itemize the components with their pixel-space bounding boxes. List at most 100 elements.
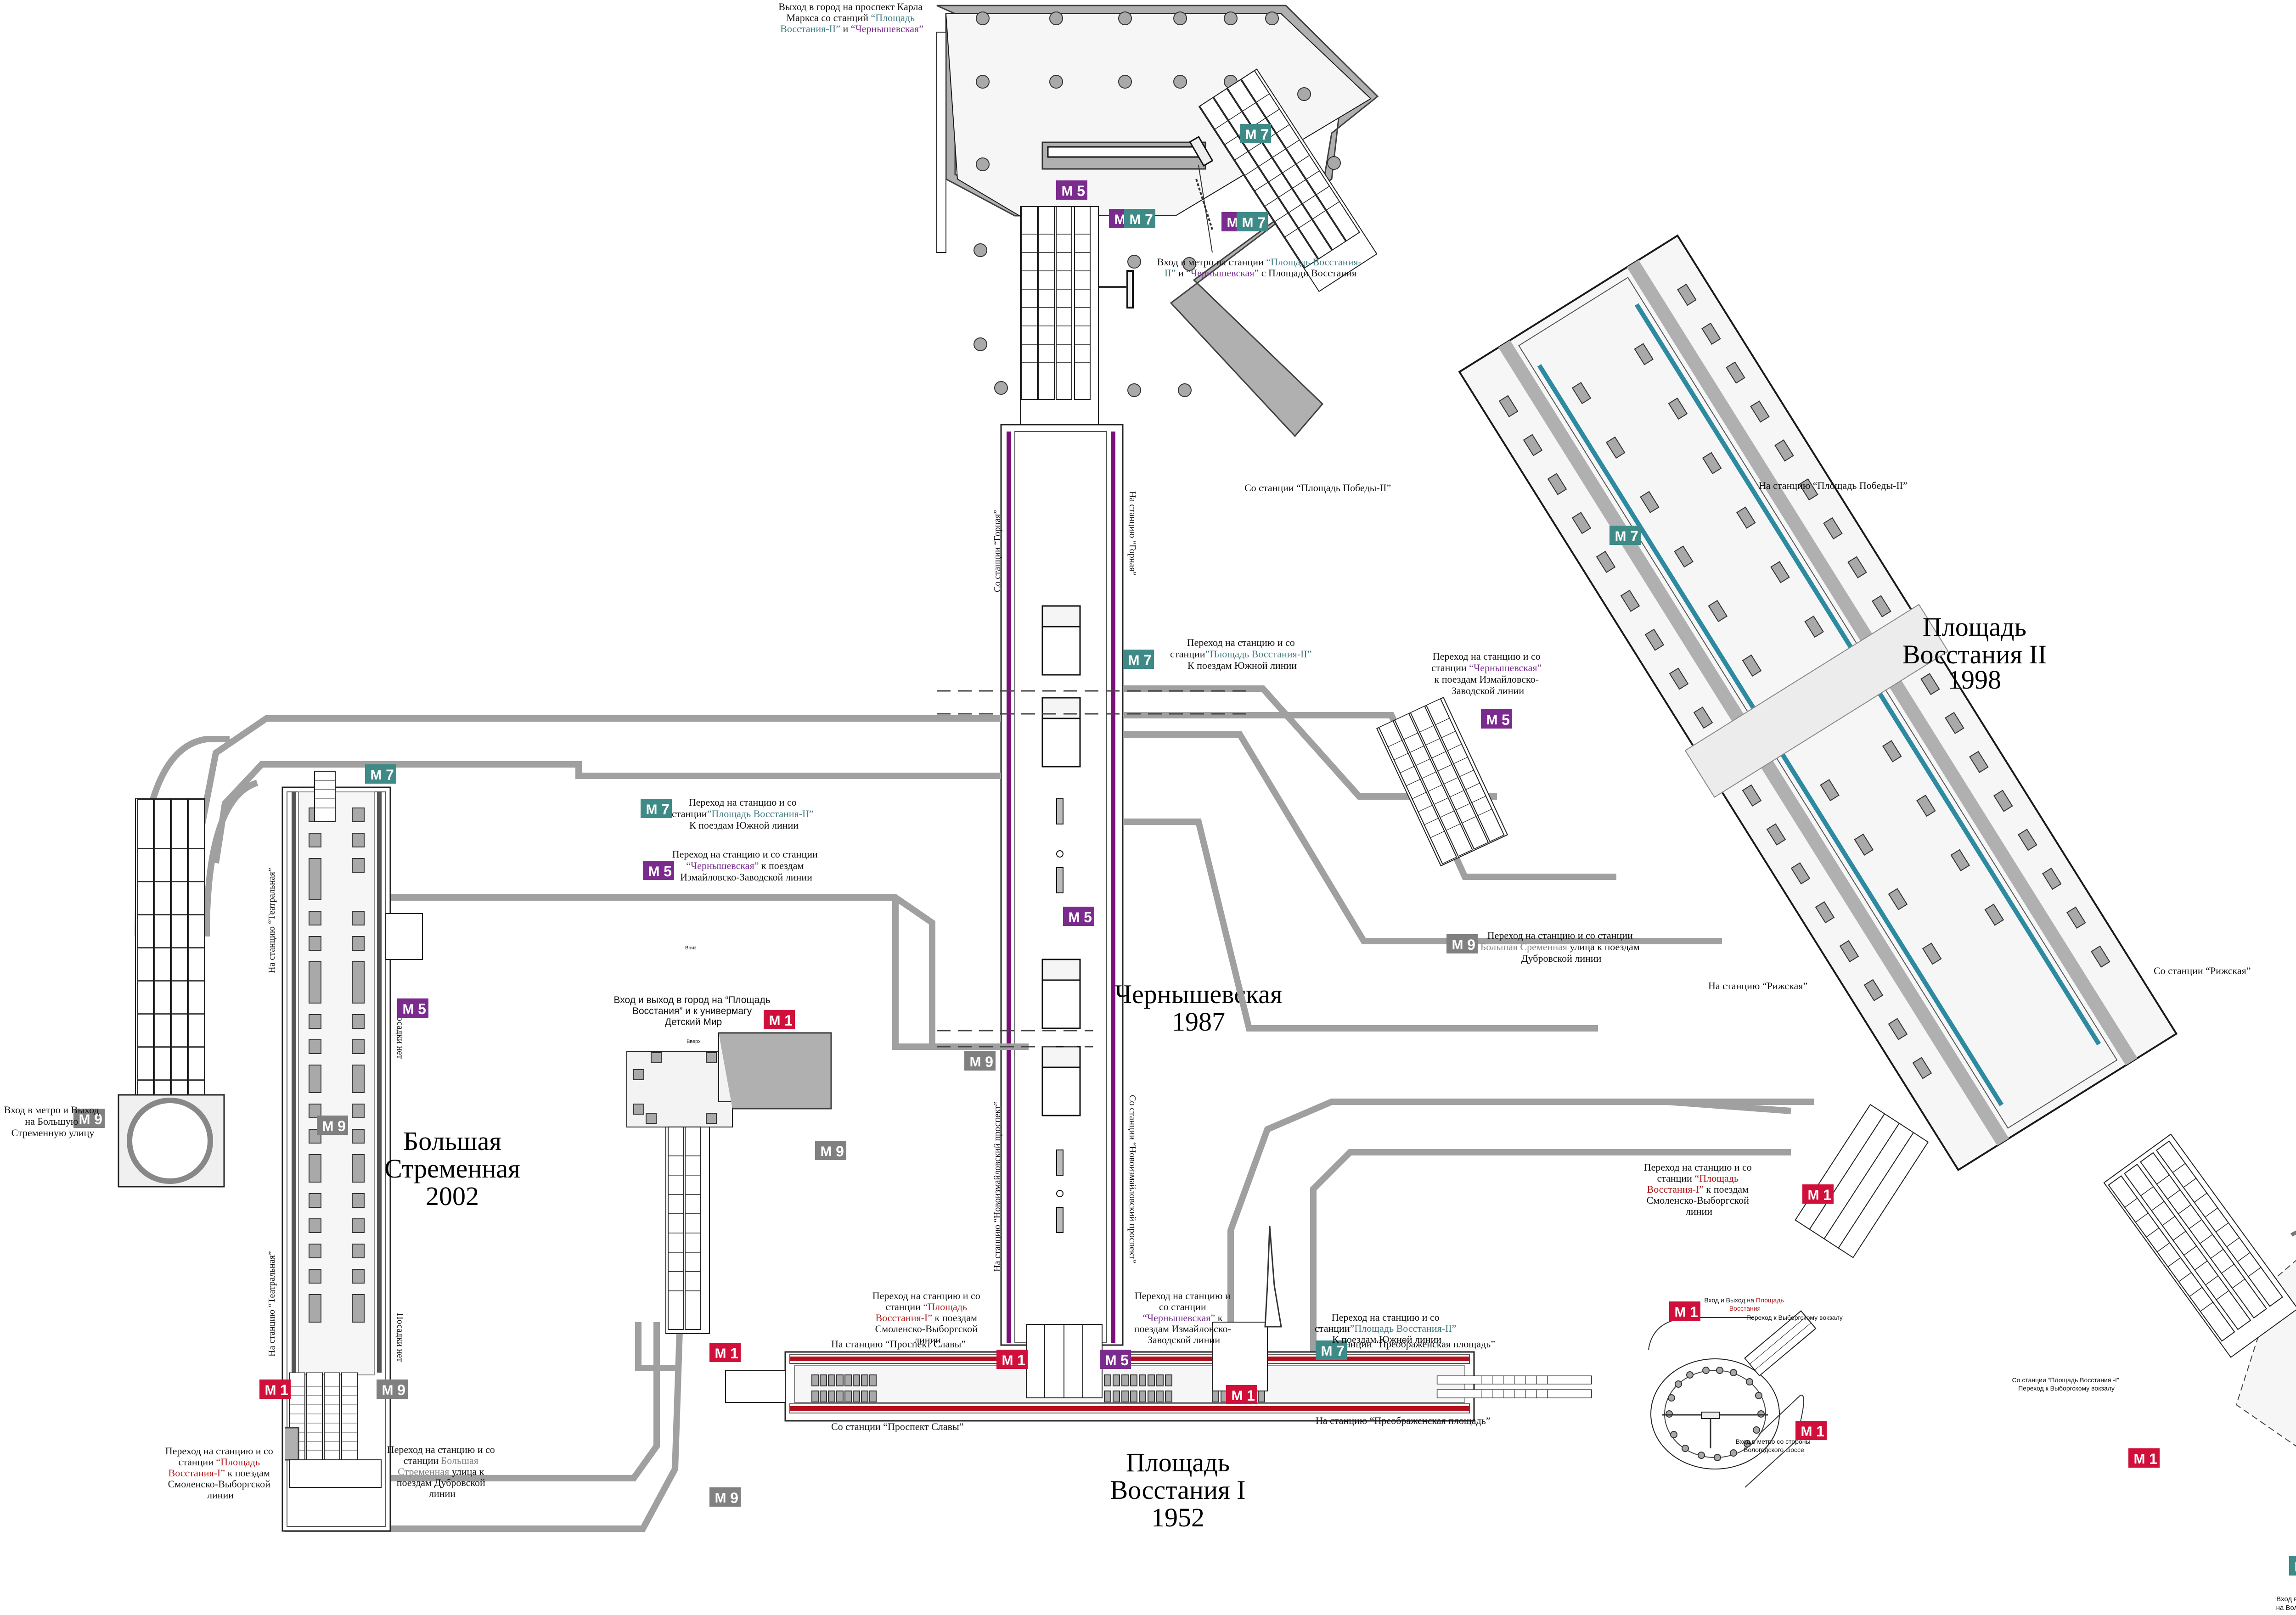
metro-logo-icon: M	[79, 1112, 90, 1127]
stairs	[1041, 605, 1081, 1116]
svg-text:Переход на станцию и со: Переход на станцию и со станции”Площадь …	[672, 796, 816, 831]
metro-logo-icon: M	[1242, 215, 1254, 230]
transfer-pv2-left-l1: Переход на станцию и со	[689, 796, 797, 808]
line-number: 7	[1257, 214, 1266, 231]
bs-left-vestibule	[118, 736, 259, 1188]
badge-background	[73, 1109, 105, 1128]
vyb-from-pv1-l2: Переход к Выборгскому вокзалу	[2018, 1385, 2115, 1392]
metro-logo-icon: M	[646, 802, 658, 817]
transfer-pv1-right-l3b: к поездам	[1704, 1183, 1749, 1195]
badge-background	[1226, 1385, 1257, 1404]
pv1-transfer-pv1-l3a: Восстания-I”	[876, 1312, 932, 1323]
vestibule-doors-left[interactable]	[936, 32, 946, 253]
bs-title-l1: Большая	[403, 1126, 501, 1156]
metro-logo-icon: M	[1130, 212, 1141, 227]
transfer-bs-right-l1: Переход на станцию и со станции	[1487, 930, 1633, 941]
pv1-to-slavy-label: На станцию “Проспект Славы”	[831, 1338, 966, 1350]
transfer-bs-bottom-l2a: станции	[404, 1455, 441, 1466]
bs-year: 2002	[426, 1181, 479, 1211]
bs-pylons	[309, 808, 365, 1323]
line-number: 9	[836, 1143, 844, 1160]
pv1-transfer-chern-l2: со станции	[1159, 1301, 1206, 1312]
rotunda-vologda-l2: Вологодского шоссе	[1744, 1446, 1804, 1453]
chernyshevskaya-station: Со станции “Горная” На станцию “Горная” …	[992, 424, 1283, 1346]
transfer-chern-right-l3: к поездам Измайловско-	[1435, 673, 1539, 685]
chern-from-gornaya-label: Со станции “Горная”	[992, 510, 1002, 592]
transfer-pv2-mid-l1: Переход на станцию и со	[1187, 637, 1295, 648]
top-exit-l3a: Восстания-II”	[780, 23, 840, 34]
line-number: 1	[2149, 1451, 2157, 1467]
metro-logo-icon: M	[1069, 910, 1080, 925]
svg-text:Вход в метро и выход на: Вход в метро и выход на Вологодское шосс…	[2276, 1595, 2296, 1612]
detsky-mir-vestibule	[626, 1032, 832, 1334]
line-number: 1	[1816, 1423, 1824, 1440]
line-number: 5	[1084, 909, 1092, 925]
transfer-pv2-left-l2b: ”Площадь Восстания-II”	[707, 808, 814, 819]
metro-logo-icon: M	[715, 1491, 726, 1506]
escalators-pv2-vyborg	[2103, 1133, 2296, 1358]
line-number: 7	[1261, 126, 1269, 143]
svg-text:Переход на станцию и со: Переход на станцию и со станции “Площадь…	[1644, 1161, 1755, 1217]
line-number: 1	[1017, 1352, 1025, 1368]
line-number: 1	[280, 1382, 288, 1398]
line-number: 7	[1143, 652, 1152, 668]
svg-text:Переход на станцию и со: Переход на станцию и со станции”Площадь …	[1315, 1312, 1459, 1345]
svg-text:Вход в метро на станции “Площа: Вход в метро на станции “Площадь Восстан…	[1157, 256, 1364, 279]
badge-background	[1669, 1301, 1700, 1321]
transfer-bs-bottom-l3b: улица к	[449, 1466, 484, 1477]
metro-logo-icon: M	[1227, 215, 1238, 230]
badge-background	[764, 1010, 795, 1029]
metro-logo-icon: M	[371, 768, 382, 783]
ploshchad-vosstaniya-1-station: На станцию “Проспект Славы” Со станции “…	[725, 1225, 1592, 1532]
badge-background	[1316, 1340, 1347, 1360]
top-entry-l1a: Вход в метро на станции	[1157, 256, 1266, 268]
chern-to-novoizm-label: На станцию “Новоизмайловский проспект”	[992, 1101, 1002, 1272]
badge-background	[1237, 212, 1268, 231]
bs-no-boarding-label-bottom: Посадки нет	[395, 1313, 405, 1362]
badge-background	[815, 1141, 846, 1160]
line-number: 5	[418, 1001, 426, 1017]
pv1-stairs-right	[1212, 1322, 1268, 1391]
metro-logo-icon: M	[265, 1383, 276, 1398]
stairs-top	[314, 771, 336, 822]
metro-logo-icon: M	[821, 1144, 832, 1159]
pv2-from-pobedy-label: Со станции “Площадь Победы-II”	[1244, 482, 1391, 493]
vyb-entry-vologda-l1: Вход в метро и выход	[2276, 1595, 2296, 1603]
svg-text:Вход в метро со стороны: Вход в метро со стороны Вологодского шос…	[1736, 1438, 1812, 1453]
svg-text:Со станции “Площадь Восстания: Со станции “Площадь Восстания -I” Перехо…	[2012, 1376, 2121, 1392]
metro-logo-icon: M	[715, 1346, 726, 1361]
metro-logo-icon: M	[1245, 127, 1257, 142]
svg-text:Переход на станцию и со: Переход на станцию и со станции”Площадь …	[1170, 637, 1314, 671]
pv1-transfer-pv1-l3b: к поездам	[932, 1312, 977, 1323]
badge-background	[641, 799, 672, 818]
badge-background	[259, 1379, 291, 1399]
line-badges: M5M5M7M5M7M7M7M7M5M7M7M5M5M5M9M9M9M9M1M9…	[73, 124, 2296, 1576]
badge-background	[2128, 1448, 2160, 1468]
pv2-title-l2: Восстания II	[1902, 639, 2047, 669]
line-number: 9	[985, 1054, 993, 1070]
pv2-year: 1998	[1948, 665, 2001, 695]
pv1-transfer-pv1-l2b: “Площадь	[923, 1301, 967, 1312]
pv1-pylons	[811, 1374, 1265, 1402]
badge-background	[1123, 650, 1154, 669]
transfer-chern-right-l4: Заводской линии	[1452, 685, 1524, 696]
svg-text:Переход на станцию и со: Переход на станцию и со станции Большая …	[387, 1444, 498, 1499]
line-number: 9	[1467, 936, 1475, 953]
badge-background	[1100, 1350, 1131, 1369]
badge-background	[1124, 209, 1155, 228]
badge-background	[2289, 1556, 2296, 1576]
rotunda-vologda-l1: Вход в метро со стороны	[1736, 1438, 1811, 1445]
pv1-from-slavy-label: Со станции “Проспект Славы”	[831, 1421, 964, 1432]
